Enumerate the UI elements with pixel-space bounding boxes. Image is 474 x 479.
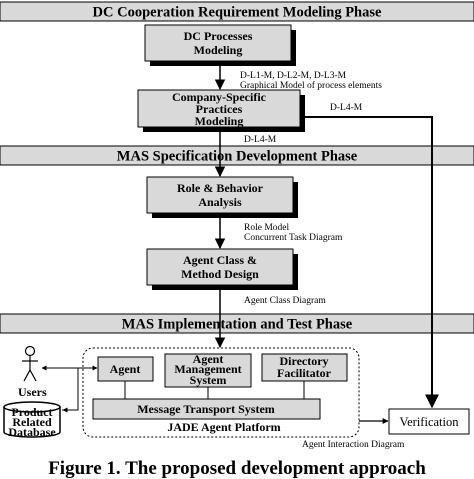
phase-header-2: MAS Specification Development Phase [0,145,474,166]
message-transport-box [92,398,321,420]
product-db-line2: Related [12,415,52,429]
db-agent-connector [62,368,79,411]
phase-1-title: DC Cooperation Requirement Modeling Phas… [93,5,382,21]
agent-management-box [164,353,252,388]
agent-class-line2: Method Design [181,267,259,281]
jade-platform-frame [82,347,360,438]
company-specific-line1: Company-Specific [172,90,267,104]
dc-processes-line1: DC Processes [184,29,253,43]
dl4-right-label: D-L4-M [330,103,363,113]
directory-facilitator-line2: Facilitator [277,366,332,380]
users-icon [22,345,38,382]
dc-processes-box [144,24,292,62]
directory-facilitator-line1: Directory [279,354,328,368]
product-db-line1: Product [11,405,52,419]
figure-caption: Figure 1. The proposed development appro… [48,458,426,479]
verification-box [388,408,470,435]
agent-interaction-label: Agent Interaction Diagram [302,440,405,450]
phase-header-1: DC Cooperation Requirement Modeling Phas… [0,1,474,22]
verification-label: Verification [399,415,459,429]
phase-2-title: MAS Specification Development Phase [117,149,358,165]
graphical-model-label: Graphical Model of process elements [240,80,382,91]
company-specific-line3: Modeling [195,114,244,128]
agent-class-box [146,248,294,286]
role-behavior-box [146,176,294,214]
role-model-label: Role Model [244,223,289,233]
agent-box [97,356,154,382]
jade-platform-label: JADE Agent Platform [167,420,280,434]
agent-class-diagram-label: Agent Class Diagram [244,296,326,306]
directory-facilitator-box [261,353,348,382]
dc-processes-line2: Modeling [194,43,243,57]
phase-3-title: MAS Implementation and Test Phase [122,317,353,333]
phase-header-3: MAS Implementation and Test Phase [0,313,474,334]
role-behavior-line1: Role & Behavior [177,181,264,195]
dl4-below-label: D-L4-M [244,135,277,145]
company-specific-line2: Practices [196,102,243,116]
role-behavior-line2: Analysis [198,195,242,209]
agent-box-label: Agent [110,362,141,376]
message-transport-label: Message Transport System [137,402,275,416]
product-database-icon [3,401,61,438]
dl-models-label: D-L1-M, D-L2-M, D-L3-M [240,71,347,81]
agent-management-line1: Agent [193,352,224,366]
agent-management-line3: System [190,373,227,387]
agent-management-line2: Management [174,362,241,376]
product-db-line3: Database [8,425,56,439]
agent-class-line1: Agent Class & [183,253,257,267]
users-label: Users [18,385,47,399]
arrow-company-to-verification [300,116,439,409]
concurrent-task-label: Concurrent Task Diagram [244,233,343,243]
